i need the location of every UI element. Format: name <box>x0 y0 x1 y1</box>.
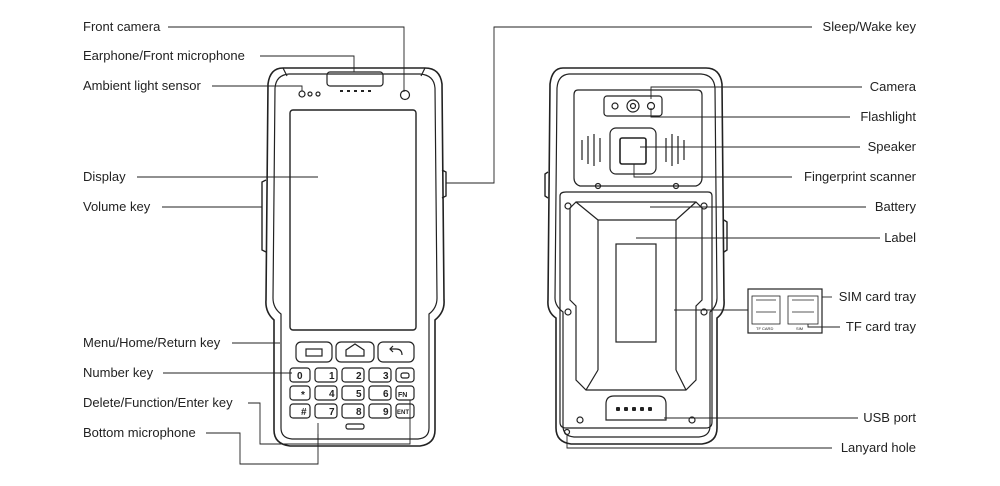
label-volume-key: Volume key <box>83 199 151 214</box>
label-lanyard-hole: Lanyard hole <box>840 440 916 455</box>
display <box>289 109 417 331</box>
label-display: Display <box>83 169 126 184</box>
label-number-key: Number key <box>83 365 154 380</box>
key-8: 8 <box>356 407 362 418</box>
speaker-slots <box>581 134 685 166</box>
label-front-camera: Front camera <box>83 19 161 34</box>
front-camera-lens <box>399 89 411 101</box>
key-fn: FN <box>398 392 407 399</box>
usb-port <box>605 395 667 421</box>
key-0: 0 <box>297 371 303 382</box>
key-9: 9 <box>383 407 389 418</box>
bottom-microphone <box>345 423 365 430</box>
key-ent: ENT <box>397 410 409 416</box>
tray-label-tf: TF CARD <box>756 326 773 331</box>
label-fingerprint-scanner: Fingerprint scanner <box>804 169 916 184</box>
key-3: 3 <box>383 371 389 382</box>
label-usb-port: USB port <box>863 410 916 425</box>
earpiece-grille <box>340 90 371 92</box>
tray-label-sim: SIM <box>796 326 803 331</box>
home-key <box>335 341 375 363</box>
key-7: 7 <box>329 407 335 418</box>
menu-key <box>295 341 333 363</box>
label-ambient-light-sensor: Ambient light sensor <box>83 78 201 93</box>
tf-card-slot <box>751 295 781 325</box>
key-5: 5 <box>356 389 362 400</box>
battery-cover <box>559 191 713 429</box>
home-icon <box>345 343 365 357</box>
key-4: 4 <box>329 389 335 400</box>
back-camera <box>603 95 663 117</box>
label-sleep-wake-key: Sleep/Wake key <box>822 19 916 34</box>
leader-lines-right <box>446 26 880 449</box>
key-2: 2 <box>356 371 362 382</box>
key-6: 6 <box>383 389 389 400</box>
label-bottom-microphone: Bottom microphone <box>83 425 196 440</box>
label-area <box>615 243 657 343</box>
label-sim-card-tray: SIM card tray <box>838 289 916 304</box>
label-menu-home-return-key: Menu/Home/Return key <box>83 335 221 350</box>
number-keypad <box>289 367 415 419</box>
label-flashlight: Flashlight <box>860 109 916 124</box>
label-earphone-front-microphone: Earphone/Front microphone <box>83 48 245 63</box>
label-camera: Camera <box>869 79 916 94</box>
light-sensor-dot <box>298 90 306 98</box>
label-label: Label <box>884 230 916 245</box>
back-phone <box>544 67 728 445</box>
fingerprint-scanner <box>619 137 647 165</box>
label-speaker: Speaker <box>867 139 916 154</box>
label-delete-function-enter-key: Delete/Function/Enter key <box>83 395 233 410</box>
card-tray-inset <box>747 288 823 334</box>
label-battery: Battery <box>874 199 916 214</box>
key-1: 1 <box>329 371 335 382</box>
return-key <box>377 341 415 363</box>
sim-card-slot <box>787 295 819 325</box>
key-hash: # <box>301 407 307 418</box>
front-phone <box>261 67 447 447</box>
return-icon <box>389 345 403 356</box>
lanyard-hole <box>563 428 571 436</box>
key-star: * <box>301 390 305 401</box>
label-tf-card-tray: TF card tray <box>845 319 916 334</box>
leader-lines-left <box>137 26 411 465</box>
volume-key <box>261 179 267 253</box>
